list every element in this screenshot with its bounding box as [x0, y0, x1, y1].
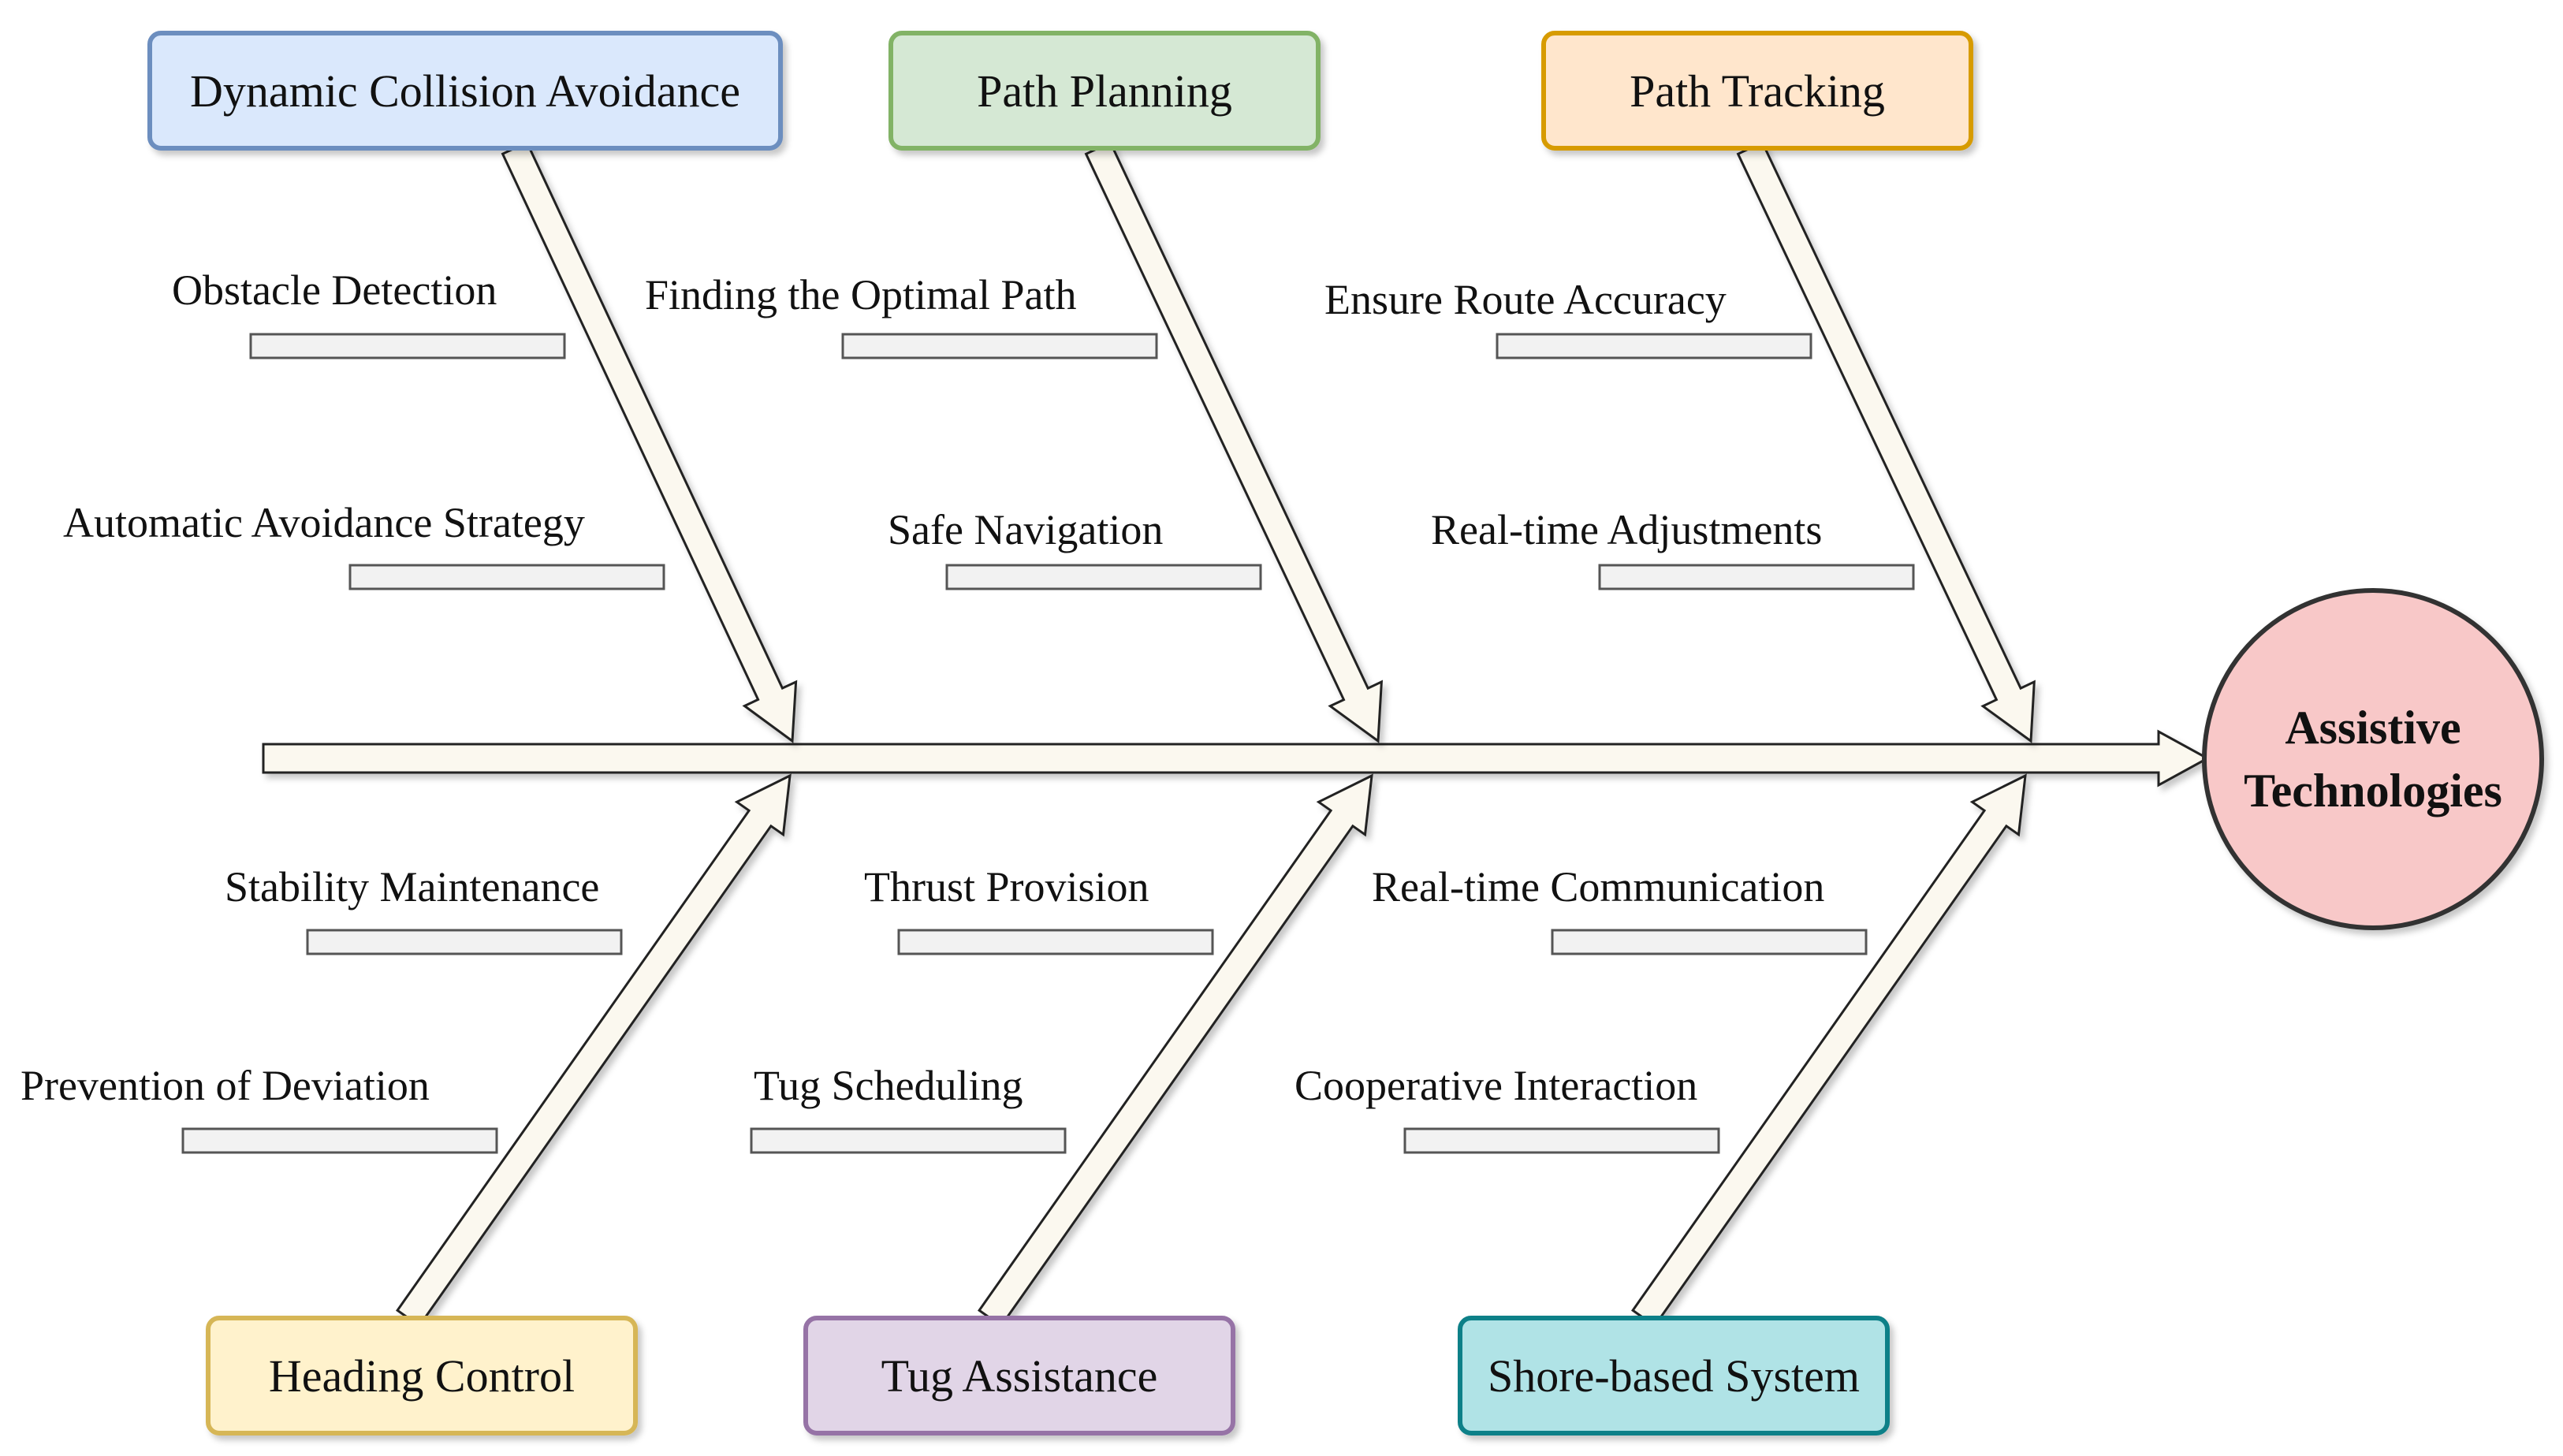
path-planning-label: Path Planning [977, 65, 1232, 117]
shore-based-system-cause-label: Cooperative Interaction [1295, 1062, 1697, 1109]
path-planning-box [888, 31, 1321, 151]
tug-assistance-cause-bar [897, 929, 1214, 955]
shore-based-system-box [1458, 1316, 1890, 1436]
dynamic-collision-avoidance-cause-label: Automatic Avoidance Strategy [63, 499, 585, 546]
tug-assistance-box [803, 1316, 1235, 1436]
shore-based-system-label: Shore-based System [1488, 1350, 1860, 1402]
path-planning-cause-bar [945, 564, 1262, 590]
tug-assistance-category: Tug Assistance [803, 1316, 1235, 1436]
heading-control-cause-label: Stability Maintenance [225, 863, 599, 910]
heading-control-box [206, 1316, 638, 1436]
heading-control-category: Heading Control [206, 1316, 638, 1436]
path-tracking-box [1541, 31, 1973, 151]
shore-based-system-cause-label: Real-time Communication [1372, 863, 1824, 910]
dynamic-collision-avoidance-bone-arrow [501, 140, 798, 743]
shore-based-system-bone-arrow [1631, 773, 2027, 1328]
heading-control-cause-bar [306, 929, 623, 955]
tug-assistance-label: Tug Assistance [881, 1350, 1158, 1402]
path-planning-category: Path Planning [888, 31, 1321, 151]
path-tracking-cause-bar [1598, 564, 1915, 590]
dynamic-collision-avoidance-box [147, 31, 783, 151]
heading-control-cause-bar [181, 1127, 498, 1154]
heading-control-bone-arrow [396, 773, 792, 1328]
path-tracking-cause-label: Real-time Adjustments [1431, 506, 1822, 553]
dynamic-collision-avoidance-cause-bar [348, 564, 665, 590]
path-tracking-cause-label: Ensure Route Accuracy [1324, 276, 1727, 323]
tug-assistance-bone-arrow [978, 773, 1373, 1328]
effect-node [2202, 588, 2544, 930]
path-tracking-label: Path Tracking [1630, 65, 1885, 117]
spine-arrow [262, 729, 2211, 788]
heading-control-cause-label: Prevention of Deviation [20, 1062, 430, 1109]
path-planning-cause-label: Finding the Optimal Path [645, 271, 1077, 318]
path-tracking-category: Path Tracking [1541, 31, 1973, 151]
tug-assistance-cause-label: Tug Scheduling [754, 1062, 1023, 1109]
shore-based-system-category: Shore-based System [1458, 1316, 1890, 1436]
path-planning-cause-label: Safe Navigation [888, 506, 1163, 553]
effect-label-line2: Technologies [2244, 765, 2502, 817]
effect-label-line1: Assistive [2285, 702, 2461, 754]
effect-circle [2202, 588, 2544, 930]
heading-control-label: Heading Control [269, 1350, 575, 1402]
tug-assistance-cause-bar [750, 1127, 1067, 1154]
dynamic-collision-avoidance-label: Dynamic Collision Avoidance [190, 65, 740, 117]
path-planning-cause-bar [841, 333, 1158, 359]
shore-based-system-cause-bar [1403, 1127, 1720, 1154]
dynamic-collision-avoidance-category: Dynamic Collision Avoidance [147, 31, 783, 151]
path-tracking-cause-bar [1496, 333, 1812, 359]
tug-assistance-cause-label: Thrust Provision [864, 863, 1149, 910]
dynamic-collision-avoidance-cause-bar [249, 333, 566, 359]
shore-based-system-cause-bar [1551, 929, 1868, 955]
dynamic-collision-avoidance-cause-label: Obstacle Detection [172, 266, 497, 314]
path-planning-bone-arrow [1084, 140, 1384, 743]
path-tracking-bone-arrow [1736, 140, 2036, 743]
